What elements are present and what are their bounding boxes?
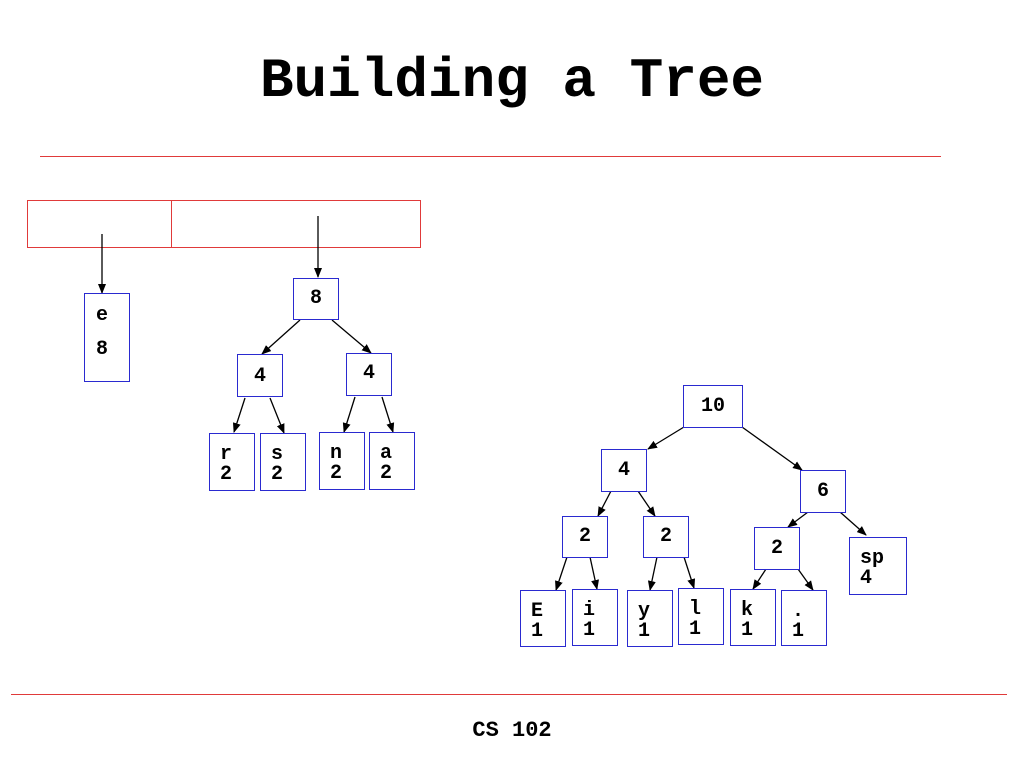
tree-edge [381, 396, 395, 433]
node-count: 2 [578, 525, 591, 548]
node-count: 2 [271, 463, 284, 486]
priority-queue [27, 200, 421, 248]
tree-node-r: r 2 [209, 433, 255, 491]
node-char: s [271, 443, 284, 466]
node-char: r [220, 443, 233, 466]
node-count: 2 [220, 463, 233, 486]
node-char: sp [860, 547, 885, 570]
node-char: l [689, 598, 702, 621]
tree-edge [839, 511, 867, 536]
tree-edge [647, 556, 658, 591]
node-count: 8 [309, 287, 322, 310]
node-count: 2 [380, 462, 393, 485]
tree-edge [647, 426, 685, 450]
tree-node-4: 4 [601, 449, 647, 492]
tree-node-2: 2 [754, 527, 800, 570]
tree-node-sp: sp 4 [849, 537, 907, 595]
node-char: i [583, 599, 596, 622]
node-count: 1 [689, 618, 702, 641]
tree-node-k: k 1 [730, 589, 776, 646]
tree-node-l: l 1 [678, 588, 724, 645]
node-count: 10 [700, 395, 725, 418]
title-divider [40, 156, 941, 157]
tree-edge [683, 556, 696, 589]
tree-node-10: 10 [683, 385, 743, 428]
tree-node-a: a 2 [369, 432, 415, 490]
node-count: 1 [741, 619, 754, 642]
node-char: a [380, 442, 393, 465]
tree-node-s: s 2 [260, 433, 306, 491]
tree-node-y: y 1 [627, 590, 673, 647]
footer-label: CS 102 [472, 718, 552, 743]
queue-cell [28, 201, 172, 247]
node-count: 4 [617, 459, 630, 482]
tree-edge [741, 426, 803, 471]
tree-edge [342, 396, 356, 433]
tree-node-2: 2 [643, 516, 689, 558]
node-char: e [96, 304, 109, 327]
tree-edge [331, 319, 372, 354]
node-count: 4 [362, 362, 375, 385]
node-char: y [638, 600, 651, 623]
tree-edge [261, 319, 301, 355]
tree-node-i: i 1 [572, 589, 618, 646]
tree-node-E: E 1 [520, 590, 566, 647]
node-char: k [741, 599, 754, 622]
node-count: 1 [583, 619, 596, 642]
slide-title: Building a Tree [259, 49, 765, 113]
node-char: n [330, 442, 343, 465]
tree-edge [597, 490, 612, 517]
node-count: 4 [253, 365, 266, 388]
footer-divider [11, 694, 1007, 695]
node-count: 6 [816, 480, 829, 503]
node-char: E [531, 600, 544, 623]
node-count: 8 [96, 338, 109, 361]
node-count: 1 [792, 620, 805, 643]
tree-edge [555, 556, 568, 591]
node-count: 1 [531, 620, 544, 643]
tree-node-4: 4 [346, 353, 392, 396]
tree-node-n: n 2 [319, 432, 365, 490]
tree-node-2: 2 [562, 516, 608, 558]
node-char: . [792, 600, 805, 623]
node-count: 2 [330, 462, 343, 485]
tree-edge [637, 490, 656, 517]
tree-node-6: 6 [800, 470, 846, 513]
tree-node-e: e 8 [84, 293, 130, 382]
node-count: 1 [638, 620, 651, 643]
node-count: 4 [860, 567, 873, 590]
node-count: 2 [770, 537, 783, 560]
tree-edge [589, 556, 599, 590]
tree-node-dot: . 1 [781, 590, 827, 646]
tree-edge [797, 568, 814, 591]
tree-edge [752, 568, 767, 590]
tree-edge [232, 397, 246, 433]
node-count: 2 [659, 525, 672, 548]
tree-node-8: 8 [293, 278, 339, 320]
tree-edge [269, 397, 285, 434]
tree-node-4: 4 [237, 354, 283, 397]
tree-edge [787, 511, 809, 528]
